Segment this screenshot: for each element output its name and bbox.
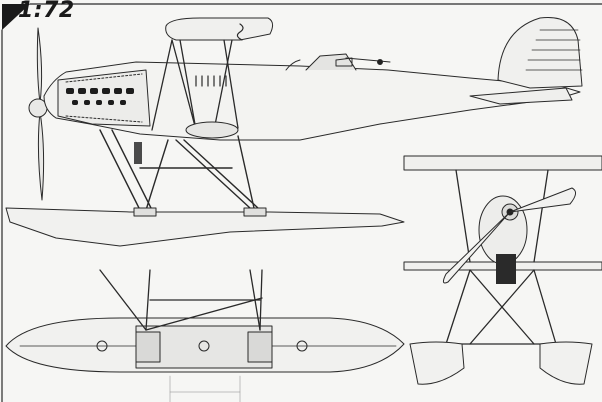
front-float-left — [409, 341, 465, 385]
plan-construction-lines — [169, 375, 241, 402]
front-float-right — [539, 341, 593, 385]
engine-cowling — [57, 69, 151, 127]
cabane-struts — [151, 39, 239, 131]
louvres — [195, 75, 227, 87]
side-propeller — [28, 27, 48, 201]
front-struts — [445, 169, 557, 345]
front-propeller — [442, 187, 576, 284]
scale-label: 1:72 — [18, 0, 75, 23]
rudder-ribs — [525, 29, 583, 71]
side-view — [5, 16, 583, 247]
float-plan-view — [5, 269, 405, 402]
sheet-frame — [1, 3, 602, 402]
oil-cooler — [134, 142, 142, 164]
side-float — [5, 207, 405, 247]
exhaust-stubs — [66, 88, 134, 105]
lower-wing — [185, 121, 239, 139]
front-fuselage — [478, 195, 528, 265]
cockpit — [285, 53, 391, 71]
float-struts — [99, 129, 259, 211]
front-view — [403, 155, 602, 385]
vertical-tail — [497, 16, 583, 89]
upper-wing — [165, 17, 274, 41]
plan-struts — [99, 269, 263, 331]
